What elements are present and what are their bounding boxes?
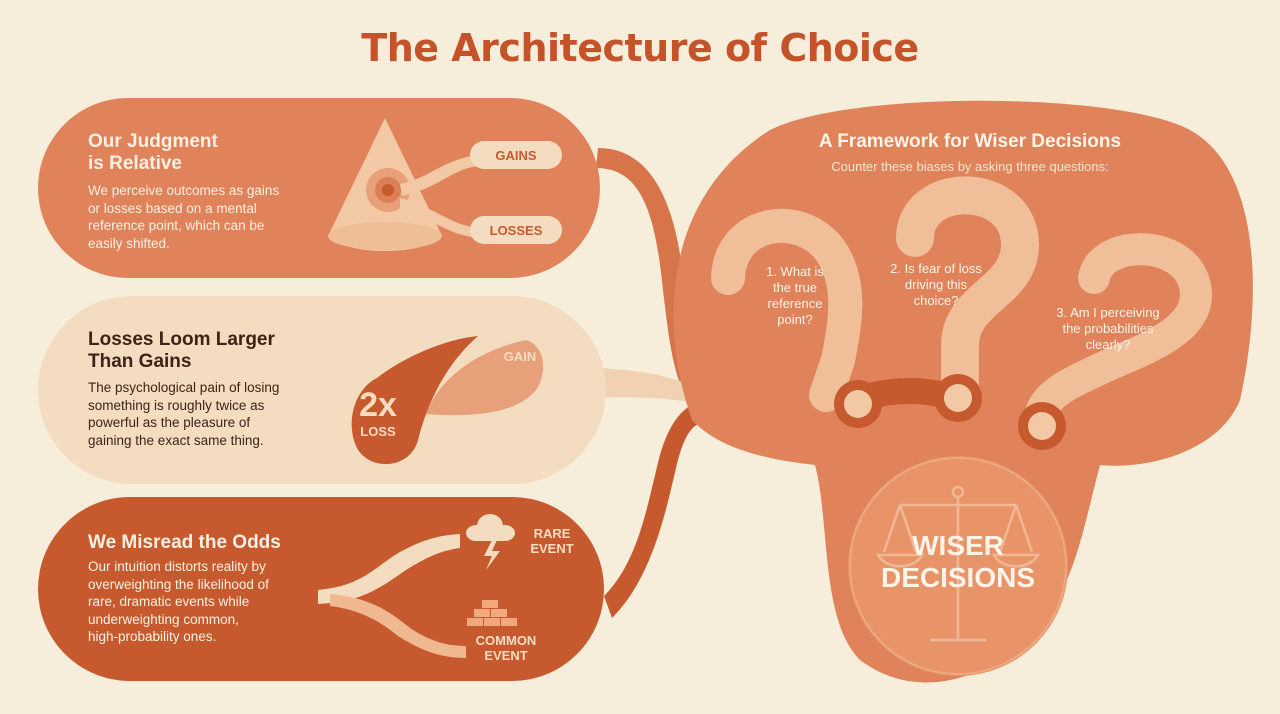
wiser-decisions-label: WISER DECISIONS	[880, 530, 1036, 593]
question-mark-icon	[711, 208, 863, 412]
rare-event-label: RARE EVENT	[530, 526, 574, 556]
teardrop-icon	[351, 336, 478, 465]
loss-label: LOSS	[360, 424, 396, 439]
framework-subheading: Counter these biases by asking three que…	[831, 159, 1109, 174]
storm-cloud-icon	[466, 514, 515, 541]
relative-heading: Our Judgment is Relative	[88, 131, 218, 174]
framework-heading: A Framework for Wiser Decisions	[818, 131, 1122, 152]
target-icon	[366, 168, 410, 212]
question-1: 1. What is the true reference point?	[766, 264, 824, 327]
relative-body: We perceive outcomes as gains or losses …	[88, 183, 280, 251]
odds-body: Our intuition distorts reality by overwe…	[88, 559, 269, 644]
losses-body: The psychological pain of losing somethi…	[88, 380, 280, 448]
page-title: The Architecture of Choice	[361, 26, 919, 70]
connector-odds	[604, 400, 714, 618]
odds-heading: We Misread the Odds	[88, 532, 281, 553]
common-event-label: COMMON EVENT	[475, 633, 537, 663]
branch-losses	[400, 198, 480, 238]
losses-pill	[470, 216, 562, 244]
branch-gains	[400, 155, 480, 196]
losses-heading: Losses Loom Larger Than Gains	[88, 329, 275, 372]
question-mark-icon	[896, 176, 1040, 404]
question-2: 2. Is fear of loss driving this choice?	[890, 261, 982, 308]
panel-odds-bg	[38, 497, 604, 681]
multiplier-label: 2x	[359, 386, 397, 424]
gains-label: GAINS	[495, 148, 537, 163]
branch-rare	[318, 534, 460, 604]
branch-common	[330, 594, 466, 658]
gold-bars-icon	[467, 600, 517, 626]
question-mark-icon	[1026, 233, 1212, 426]
question-3: 3. Am I perceiving the probabilities cle…	[1056, 305, 1160, 352]
losses-label: LOSSES	[489, 223, 543, 238]
gains-pill	[470, 141, 562, 169]
gain-label: GAIN	[503, 349, 537, 364]
balance-scale-icon	[875, 485, 1041, 642]
lightning-icon	[484, 540, 500, 570]
gain-leaf	[426, 340, 544, 416]
